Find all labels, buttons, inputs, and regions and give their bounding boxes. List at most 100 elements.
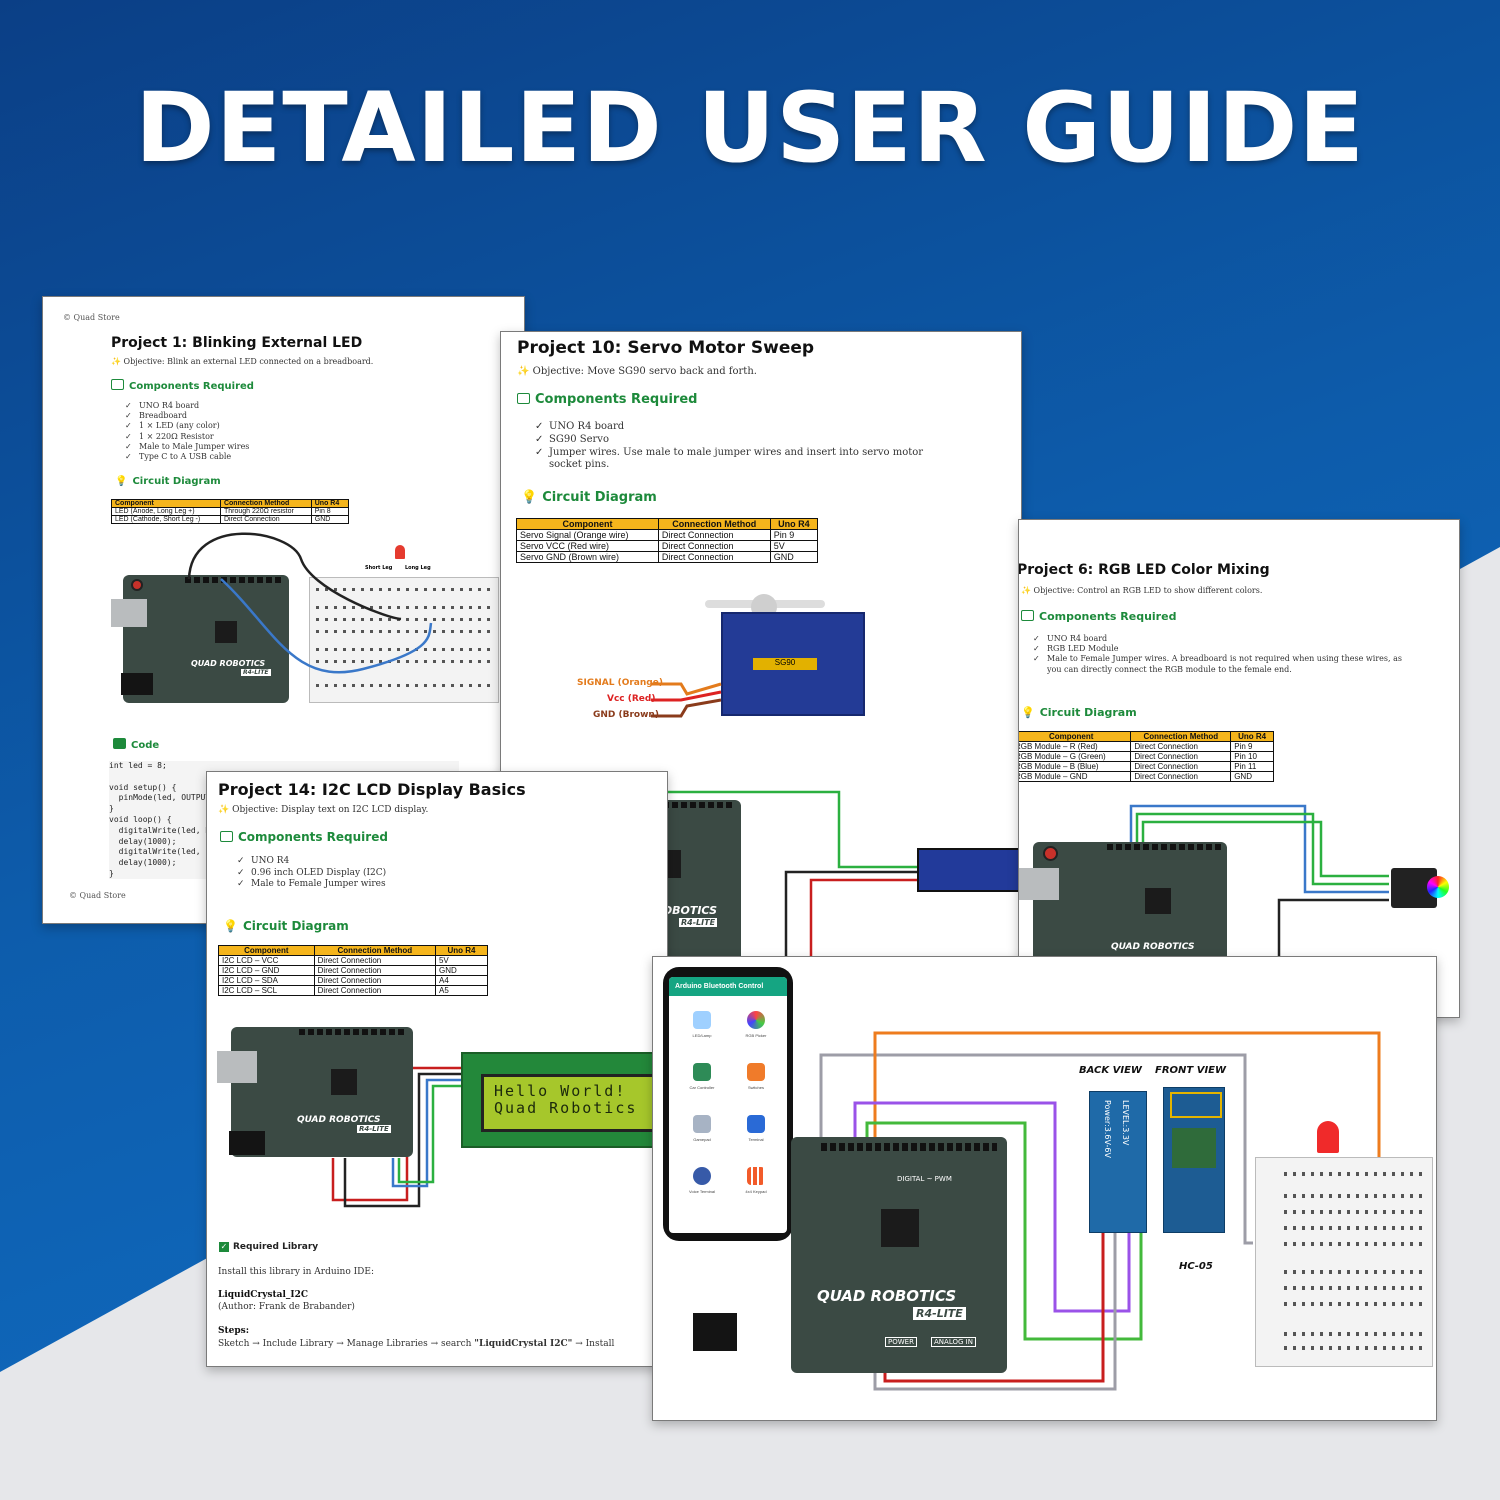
bulb-icon: 💡 [223, 919, 238, 933]
breadboard-holes [1284, 1194, 1424, 1198]
steps-pre: Sketch → Include Library → Manage Librar… [218, 1339, 475, 1349]
table-row: Servo Signal (Orange wire)Direct Connect… [516, 529, 819, 541]
bulb-icon: 💡 [521, 490, 538, 505]
tile-terminal[interactable]: Terminal [731, 1109, 781, 1153]
vcc-label: Vcc (Red) [607, 694, 656, 704]
steps-text: Sketch → Include Library → Manage Librar… [218, 1339, 614, 1349]
breadboard-holes [1284, 1226, 1424, 1230]
mcu-chip [1145, 888, 1171, 914]
board-logo: QUAD ROBOTICS [297, 1115, 381, 1125]
list-item: UNO R4 board [535, 421, 935, 434]
steps-post: → Install [572, 1339, 615, 1349]
tile-rgb-picker[interactable]: RGB Picker [731, 1005, 781, 1049]
smartphone: Arduino Bluetooth Control LED/Lamp RGB P… [663, 967, 793, 1241]
table-cell: RGB Module – GND [1019, 771, 1132, 782]
circuit-heading-text: Circuit Diagram [1039, 706, 1137, 719]
circuit-heading-text: Circuit Diagram [132, 476, 221, 487]
tile-label: 4x4 Keypad [745, 1189, 767, 1194]
breadboard-holes [316, 648, 492, 651]
power-jack [693, 1313, 737, 1351]
components-heading-text: Components Required [238, 830, 388, 844]
tile-label: Car Controller [689, 1085, 715, 1090]
circuit-heading: 💡Circuit Diagram [521, 490, 657, 505]
table-cell: Servo GND (Brown wire) [516, 551, 659, 563]
analog-label: ANALOG IN [931, 1337, 976, 1347]
tile-label: Switches [747, 1085, 764, 1090]
header-pins [299, 1029, 405, 1035]
components-heading-text: Components Required [129, 381, 254, 392]
objective-text: Objective: Move SG90 servo back and fort… [532, 366, 757, 377]
keypad-icon [747, 1167, 765, 1185]
circuit-heading: 💡Circuit Diagram [223, 919, 349, 933]
list-item: 1 × 220Ω Resistor [125, 432, 249, 442]
lcd-module: Hello World! Quad Robotics [461, 1052, 667, 1148]
objective-text: Objective: Control an RGB LED to show di… [1033, 586, 1263, 595]
headline: DETAILED USER GUIDE [135, 72, 1365, 184]
front-view-label: FRONT VIEW [1155, 1065, 1227, 1076]
list-item: Male to Female Jumper wires [237, 879, 386, 891]
page-title: Project 10: Servo Motor Sweep [517, 338, 815, 358]
lcd-screen: Hello World! Quad Robotics [481, 1074, 667, 1132]
page-title: Project 6: RGB LED Color Mixing [1018, 562, 1270, 578]
objective-text: Objective: Display text on I2C LCD displ… [232, 805, 429, 815]
components-heading-text: Components Required [535, 392, 698, 407]
breadboard-holes [1284, 1270, 1424, 1274]
tile-led[interactable]: LED/Lamp [677, 1005, 727, 1049]
header-pins [821, 1143, 997, 1151]
components-list: UNO R4 board RGB LED Module Male to Fema… [1033, 634, 1413, 675]
breadboard-holes [1284, 1242, 1424, 1246]
breadboard-holes [316, 588, 492, 591]
components-list: UNO R4 0.96 inch OLED Display (I2C) Male… [237, 856, 386, 891]
steps-bold: "LiquidCrystal I2C" [474, 1339, 573, 1349]
breadboard-holes [1284, 1286, 1424, 1290]
components-heading: Components Required [220, 830, 388, 844]
arduino-board: DIGITAL ~ PWM QUAD ROBOTICS R4-LITE POWE… [791, 1137, 1007, 1373]
tile-keypad[interactable]: 4x4 Keypad [731, 1161, 781, 1205]
page-bluetooth-project: Arduino Bluetooth Control LED/Lamp RGB P… [652, 956, 1437, 1421]
tile-label: RGB Picker [745, 1033, 767, 1038]
list-item: UNO R4 board [1033, 634, 1413, 644]
rgb-led-icon [1427, 876, 1449, 898]
steps-heading: Steps: [218, 1326, 250, 1336]
table-cell: LED (Cathode, Short Leg -) [111, 515, 221, 524]
list-item: 1 × LED (any color) [125, 421, 249, 431]
reset-button-graphic [131, 579, 143, 591]
gamepad-icon [693, 1115, 711, 1133]
sparkle-icon: ✨ [517, 366, 533, 377]
circuit-heading: 💡Circuit Diagram [115, 476, 221, 487]
app-bar: Arduino Bluetooth Control [669, 977, 787, 996]
objective: ✨ Objective: Move SG90 servo back and fo… [517, 366, 757, 377]
palette-icon [747, 1011, 765, 1029]
bt-module-back: LEVEL:3.3V Power:3.6V-6V [1089, 1091, 1147, 1233]
breadboard-holes [1284, 1346, 1424, 1350]
breadboard-holes [316, 660, 492, 663]
breadboard [309, 577, 499, 703]
code-heading: Code [113, 738, 159, 751]
bulb-icon [693, 1011, 711, 1029]
table-row: LED (Cathode, Short Leg -)Direct Connect… [111, 515, 350, 524]
tile-label: Terminal [748, 1137, 764, 1142]
tile-gamepad[interactable]: Gamepad [677, 1109, 727, 1153]
gnd-label: GND (Brown) [593, 710, 659, 720]
sparkle-icon: ✨ [1021, 586, 1034, 595]
breadboard-holes [316, 684, 492, 687]
breadboard-holes [1284, 1332, 1424, 1336]
tile-car-controller[interactable]: Car Controller [677, 1057, 727, 1101]
arduino-board: QUAD ROBOTICS R4-LITE [217, 1027, 413, 1157]
breadboard-holes [1284, 1302, 1424, 1306]
objective: ✨ Objective: Control an RGB LED to show … [1021, 586, 1262, 595]
short-leg-label: Short Leg [365, 565, 393, 571]
board-logo: QUAD ROBOTICS [817, 1287, 957, 1305]
tile-voice-terminal[interactable]: Voice Terminal [677, 1161, 727, 1205]
toolbox-icon [1021, 610, 1034, 621]
tile-switches[interactable]: Switches [731, 1057, 781, 1101]
list-item: RGB LED Module [1033, 644, 1413, 654]
arduino-board: QUAD ROBOTICS [1019, 842, 1227, 962]
module-pcb [1172, 1128, 1216, 1168]
wire-diagram [819, 1031, 1381, 1391]
list-item: UNO R4 [237, 856, 386, 868]
led-graphic [1317, 1121, 1339, 1153]
